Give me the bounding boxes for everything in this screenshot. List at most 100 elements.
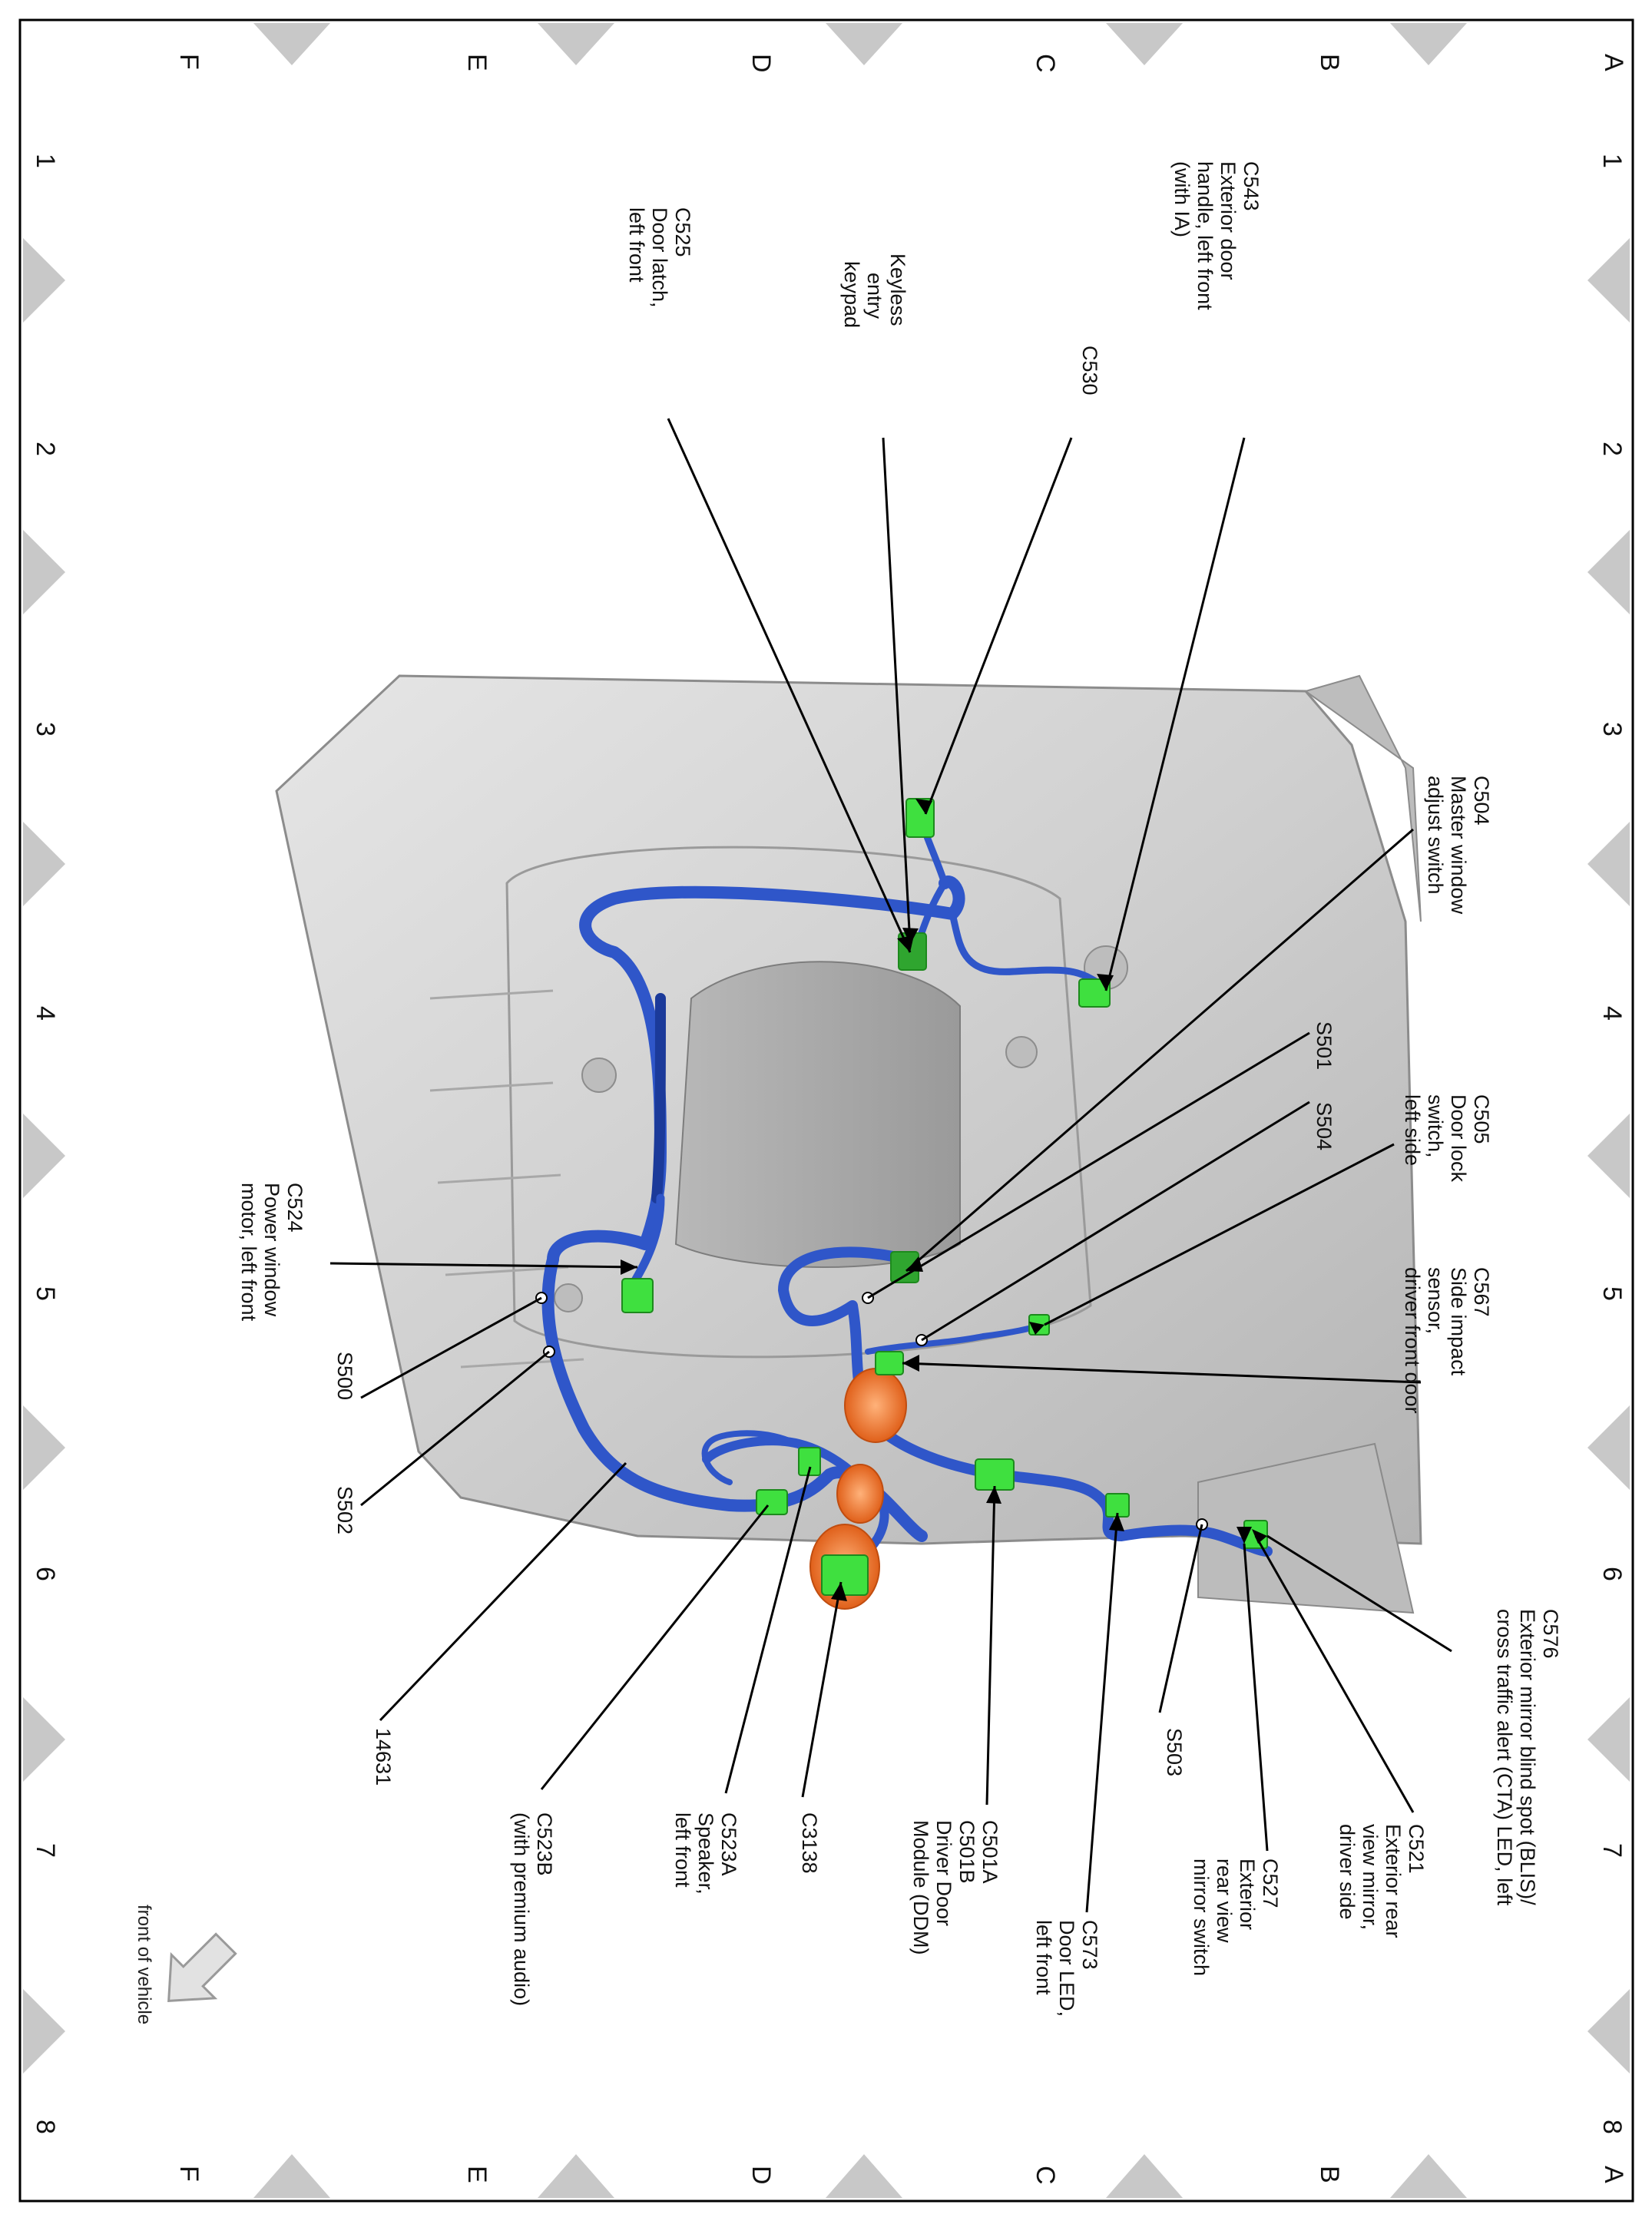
grid-col-2-right: 2	[1597, 442, 1627, 456]
label-c505-line3: left side	[1401, 1094, 1424, 1166]
label-c501-line2: Module (DDM)	[909, 1820, 932, 1955]
grid-col-1-left: 1	[31, 154, 60, 168]
callout-c576: C576 Exterior mirror blind spot (BLIS)/ …	[1493, 1609, 1562, 1906]
callout-14631: 14631	[372, 1728, 395, 1786]
label-c567-id: C567	[1470, 1267, 1493, 1317]
label-c501-b: C501B	[955, 1820, 978, 1884]
grid-row-d-top: D	[747, 54, 776, 73]
harness-speaker-branch	[701, 1430, 817, 1485]
connector-c567	[875, 1351, 904, 1375]
front-of-vehicle-indicator: front of vehicle	[134, 1905, 237, 2024]
callout-keypad: Keyless entry keypad	[840, 253, 909, 328]
label-c567-line2: sensor,	[1424, 1267, 1447, 1334]
label-c523a-line1: Speaker,	[694, 1812, 717, 1895]
grid-row-f-bottom: F	[174, 2166, 204, 2182]
label-c527-line3: mirror switch	[1190, 1859, 1213, 1976]
label-c525-id: C525	[671, 207, 694, 257]
label-c521-line3: driver side	[1336, 1824, 1359, 1920]
grid-row-a-top: A	[1599, 54, 1628, 71]
label-c504-line2: adjust switch	[1424, 776, 1447, 895]
leader-arrowheads	[621, 799, 1267, 1601]
grid-col-3-right: 3	[1597, 722, 1627, 736]
grid-col-5-left: 5	[31, 1286, 60, 1301]
callout-c504: C504 Master window adjust switch	[1424, 776, 1493, 915]
grid-row-f-top: F	[174, 54, 204, 70]
label-c524-line2: motor, left front	[237, 1183, 260, 1322]
grid-row-a-bottom: A	[1599, 2166, 1628, 2183]
grid-row-b-top: B	[1315, 54, 1344, 71]
callout-c527: C527 Exterior rear view mirror switch	[1190, 1859, 1282, 1976]
label-c576-id: C576	[1539, 1609, 1562, 1659]
label-keypad-line2: entry	[863, 273, 886, 319]
harness-c505-branch	[865, 1322, 1048, 1355]
callout-c521: C521 Exterior rear view mirror, driver s…	[1336, 1824, 1428, 1938]
label-c505-line1: Door lock	[1447, 1094, 1470, 1183]
label-c521-line1: Exterior rear	[1382, 1824, 1405, 1938]
callout-c567: C567 Side impact sensor, driver front do…	[1401, 1267, 1493, 1414]
label-c567-line1: Side impact	[1447, 1267, 1470, 1376]
callout-c530: C530	[1078, 346, 1101, 396]
connector-c523a	[798, 1447, 821, 1476]
label-c501-line1: Driver Door	[932, 1820, 955, 1926]
label-c543-line3: (with IA)	[1170, 161, 1193, 237]
label-c543-id: C543	[1240, 161, 1263, 211]
grid-col-8-left: 8	[31, 2120, 60, 2134]
grid-col-4-right: 4	[1597, 1006, 1627, 1021]
callout-s500: S500	[333, 1352, 356, 1400]
label-c527-line2: rear view	[1213, 1859, 1236, 1943]
label-c525-line2: left front	[625, 207, 648, 283]
arrow-down-right-icon	[167, 1932, 237, 2002]
frame-chevrons	[23, 23, 1630, 2198]
grid-col-6-right: 6	[1597, 1567, 1627, 1581]
label-front-of-vehicle: front of vehicle	[134, 1905, 154, 2024]
label-c576-line2: cross traffic alert (CTA) LED, left	[1493, 1609, 1516, 1906]
label-c527-id: C527	[1259, 1859, 1282, 1908]
grid-col-7-right: 7	[1597, 1843, 1627, 1858]
label-c573-id: C573	[1078, 1920, 1101, 1970]
label-c523a-line2: left front	[671, 1812, 694, 1888]
label-c573-line1: Door LED,	[1055, 1920, 1078, 2017]
label-s500-id: S500	[333, 1352, 356, 1400]
connector-c543	[1078, 978, 1111, 1008]
callout-c501: C501A C501B Driver Door Module (DDM)	[909, 1820, 1001, 1955]
label-c576-line1: Exterior mirror blind spot (BLIS)/	[1516, 1609, 1539, 1905]
label-c543-line1: Exterior door	[1217, 161, 1240, 280]
label-s503-id: S503	[1163, 1728, 1186, 1776]
label-s502-id: S502	[333, 1486, 356, 1534]
callout-s503: S503	[1163, 1728, 1186, 1776]
label-c530-id: C530	[1078, 346, 1101, 396]
connector-c501	[975, 1458, 1015, 1491]
callout-c523a: C523A Speaker, left front	[671, 1812, 740, 1895]
label-c567-line3: driver front door	[1401, 1267, 1424, 1414]
grid-col-5-right: 5	[1597, 1286, 1627, 1301]
grid-col-4-left: 4	[31, 1006, 60, 1021]
grid-col-7-left: 7	[31, 1843, 60, 1858]
leader-lines	[329, 418, 1452, 1913]
label-c504-line1: Master window	[1447, 776, 1470, 915]
label-c523b-id: C523B	[533, 1812, 556, 1876]
label-c573-line2: left front	[1032, 1920, 1055, 1995]
label-c523b-line1: (with premium audio)	[510, 1812, 533, 2006]
label-c505-id: C505	[1470, 1094, 1493, 1144]
grid-row-e-top: E	[462, 54, 492, 71]
label-14631-id: 14631	[372, 1728, 395, 1786]
grommet-middle	[836, 1464, 884, 1524]
grid-row-e-bottom: E	[462, 2166, 492, 2183]
label-c505-line2: switch,	[1424, 1094, 1447, 1158]
harness-c543-branch	[948, 910, 1102, 987]
label-c543-line2: handle, left front	[1193, 161, 1217, 310]
callout-s501: S501	[1313, 1021, 1336, 1070]
label-keypad-line3: keypad	[840, 261, 863, 328]
door-inner-panel	[275, 674, 1422, 1614]
label-keypad-line1: Keyless	[886, 253, 909, 326]
connectors	[621, 798, 1268, 1596]
callout-c543: C543 Exterior door handle, left front (w…	[1170, 161, 1263, 310]
callout-c505: C505 Door lock switch, left side	[1401, 1094, 1493, 1183]
grid-col-2-left: 2	[31, 442, 60, 456]
harness-main-trunk-shade	[651, 993, 666, 1203]
label-c523a-id: C523A	[717, 1812, 740, 1876]
label-c524-id: C524	[283, 1183, 306, 1233]
grommet-upper	[844, 1368, 907, 1443]
callout-s502: S502	[333, 1486, 356, 1534]
